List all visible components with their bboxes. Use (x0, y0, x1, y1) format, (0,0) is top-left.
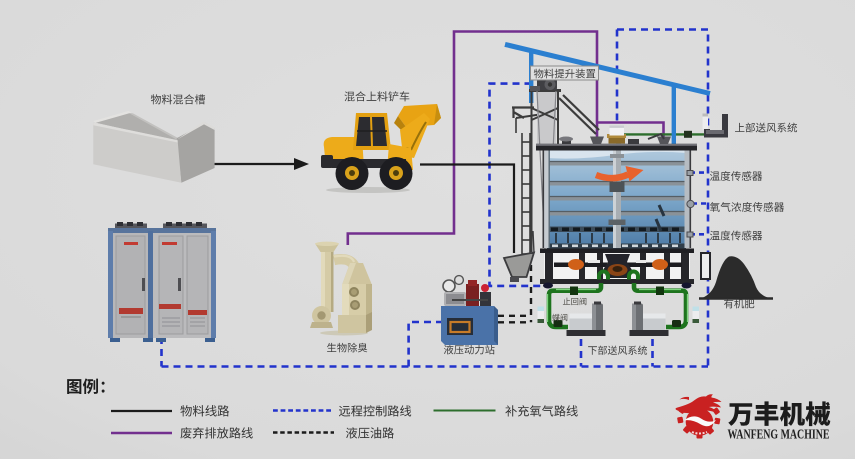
svg-text:WANFENG MACHINE: WANFENG MACHINE (728, 428, 830, 443)
